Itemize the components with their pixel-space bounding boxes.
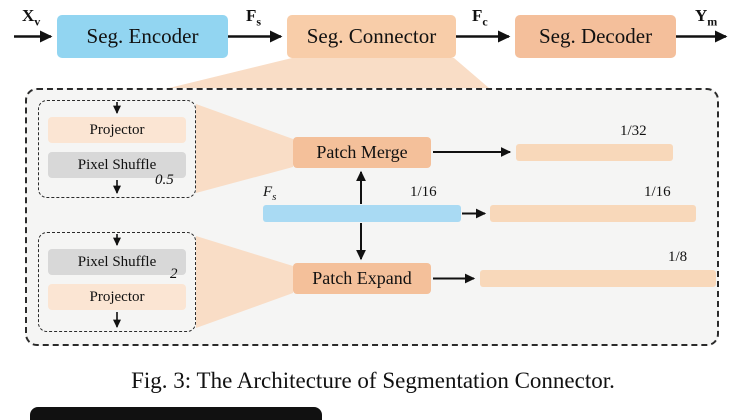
pixel-shuffle-box-bottom: Pixel Shuffle <box>48 249 186 275</box>
figure-caption: Fig. 3: The Architecture of Segmentation… <box>131 368 615 393</box>
seg-connector-label: Seg. Connector <box>306 24 437 48</box>
projector-label-bottom: Projector <box>89 288 145 305</box>
patch-expand-label: Patch Expand <box>312 268 412 288</box>
out-bar-1-16-label: 1/16 <box>644 184 671 200</box>
projector-box-top: Projector <box>48 117 186 143</box>
module-upsample <box>38 232 196 332</box>
shuffle-scale-bottom: 2 <box>170 266 178 282</box>
fs-feature-bar <box>263 205 461 222</box>
out-bar-1-32 <box>516 144 673 161</box>
patch-expand-box: Patch Expand <box>293 263 431 294</box>
pixel-shuffle-label-bottom: Pixel Shuffle <box>77 253 157 270</box>
pixel-shuffle-box-top: Pixel Shuffle <box>48 152 186 178</box>
input-label: Xv <box>22 6 41 29</box>
funnel-connector-to-panel <box>169 58 489 88</box>
fc-label: Fc <box>472 6 488 29</box>
out-bar-1-32-label: 1/32 <box>620 123 647 139</box>
module-downsample <box>38 100 196 198</box>
patch-merge-box: Patch Merge <box>293 137 431 168</box>
projector-label-top: Projector <box>89 121 145 138</box>
fs-bar-label: Fs <box>263 184 277 203</box>
out-bar-1-8 <box>480 270 716 287</box>
seg-connector-box: Seg. Connector <box>287 15 456 58</box>
seg-decoder-label: Seg. Decoder <box>538 24 653 48</box>
bottom-partial-bar <box>30 407 322 420</box>
fs-bar-scale: 1/16 <box>410 184 437 200</box>
seg-encoder-box: Seg. Encoder <box>57 15 228 58</box>
shuffle-scale-top: 0.5 <box>155 172 174 188</box>
pixel-shuffle-label-top: Pixel Shuffle <box>77 156 157 173</box>
patch-merge-label: Patch Merge <box>316 142 408 162</box>
seg-encoder-label: Seg. Encoder <box>86 24 199 48</box>
seg-decoder-box: Seg. Decoder <box>515 15 676 58</box>
out-bar-1-16 <box>490 205 696 222</box>
output-label: Ym <box>695 6 718 29</box>
fs-label: Fs <box>246 6 262 29</box>
projector-box-bottom: Projector <box>48 284 186 310</box>
out-bar-1-8-label: 1/8 <box>668 249 688 265</box>
